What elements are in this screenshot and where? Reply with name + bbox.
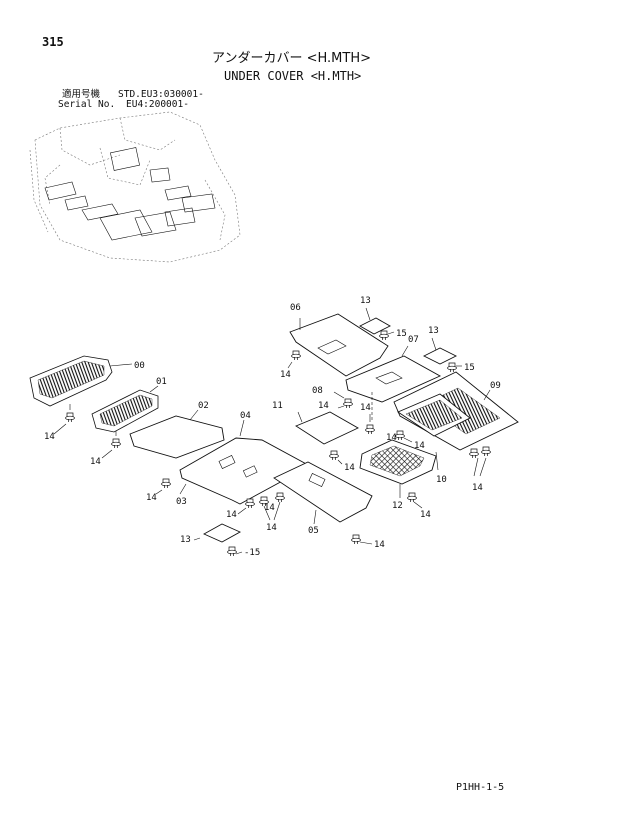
callout-labels: 00 01 02 03 04 05 06 07 08 09 10 11 12 1… [44,296,501,558]
callout-08: 08 [312,386,323,396]
part-07-cover-plate [345,345,442,420]
callout-14-a: 14 [280,370,291,380]
callout-14-l: 14 [420,510,431,520]
title-japanese: アンダーカバー <H.MTH> [212,51,372,66]
callout-14-k: 14 [414,441,425,451]
callout-07: 07 [408,335,419,345]
callout-10: 10 [436,475,447,485]
callout-13-lower: 13 [180,535,191,545]
callout-14-e: 14 [226,510,237,520]
callout-12: 12 [392,501,403,511]
serial-label-english: Serial No. [58,99,116,110]
title-english: UNDER COVER <H.MTH> [224,69,362,83]
callout-14-c: 14 [90,457,101,467]
fasteners-right [365,414,375,435]
part-13-small-plate-lower [193,523,243,557]
callout-14-f: 14 [266,523,277,533]
callout-02: 02 [198,401,209,411]
callout-14-d: 14 [146,493,157,503]
part-04-floor-plate [155,419,311,505]
part-02-plate-cover [129,409,225,459]
part-12-mesh-grille [359,439,437,509]
part-13-small-plate-upper [359,307,395,341]
page-number: 315 [42,35,64,49]
callout-14-g: 14 [374,540,385,550]
callout-03: 03 [176,497,187,507]
part-01-grille-cover [91,385,159,459]
fasteners-center [237,492,285,521]
part-13-small-plate-right [422,337,462,373]
callout-00: 00 [134,361,145,371]
callout-14-b: 14 [44,432,55,442]
callout-14-j: 14 [360,403,371,413]
part-08-bolt [333,391,353,409]
callout-15-right: 15 [464,363,475,373]
page-code: P1HH-1-5 [456,782,505,793]
callout-14-h: 14 [318,401,329,411]
callout-15-upper: 15 [396,329,407,339]
serial-std-range: STD.EU3:030001- [118,89,204,100]
callout-14-o: 14 [264,503,275,513]
callout-11: 11 [272,401,283,411]
serial-label-japanese: 適用号機 [62,89,101,100]
callout-15-lower: -15 [244,548,260,558]
part-00-grille-cover [29,355,133,435]
callout-06: 06 [290,303,301,313]
part-05-long-plate [273,461,373,545]
callout-14-i: 14 [344,463,355,473]
part-10-grille-plate [395,393,471,471]
callout-05: 05 [308,526,319,536]
part-11-square-plate [295,411,359,465]
part-06-upper-plate [287,313,389,377]
callout-04: 04 [240,411,251,421]
machine-inset-sketch [29,111,241,263]
callout-01: 01 [156,377,167,387]
callout-13-upper: 13 [360,296,371,306]
serial-eu4-range: EU4:200001- [126,99,189,110]
callout-09: 09 [490,381,501,391]
callout-14-m: 14 [472,483,483,493]
callout-14-n: 14 [386,433,397,443]
callout-13-right: 13 [428,326,439,336]
